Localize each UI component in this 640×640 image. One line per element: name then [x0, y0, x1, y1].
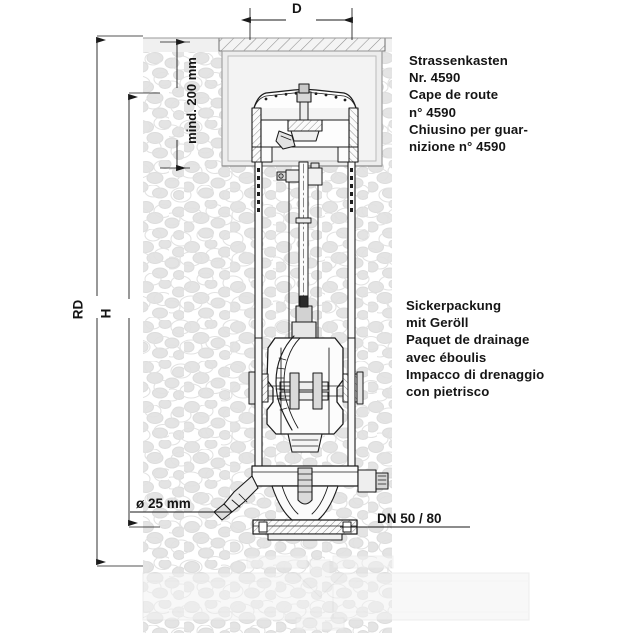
hydrant-head	[251, 83, 359, 163]
annotation-nominal-diameter: DN 50 / 80	[377, 511, 442, 526]
buried-main-pipe	[142, 555, 530, 631]
upper-barrel	[254, 161, 356, 339]
callout-surface-box: Strassenkasten Nr. 4590 Cape de route n°…	[409, 53, 529, 155]
road-surface	[143, 37, 392, 52]
dimension-label-h: H	[98, 308, 114, 319]
dimension-h	[128, 92, 160, 528]
dimension-d	[241, 8, 353, 40]
dimension-label-min-cover: mind. 200 mm	[183, 57, 199, 144]
dimension-rd	[96, 35, 143, 567]
callout-drainage-packing: Sickerpackung mit Geröll Paquet de drain…	[406, 298, 545, 400]
dimension-label-d: D	[292, 1, 302, 16]
annotation-drain-hole: ø 25 mm	[136, 496, 191, 511]
dimension-min-cover	[160, 38, 190, 172]
dimension-label-rd: RD	[70, 299, 86, 320]
hydrant-foot	[213, 465, 389, 541]
